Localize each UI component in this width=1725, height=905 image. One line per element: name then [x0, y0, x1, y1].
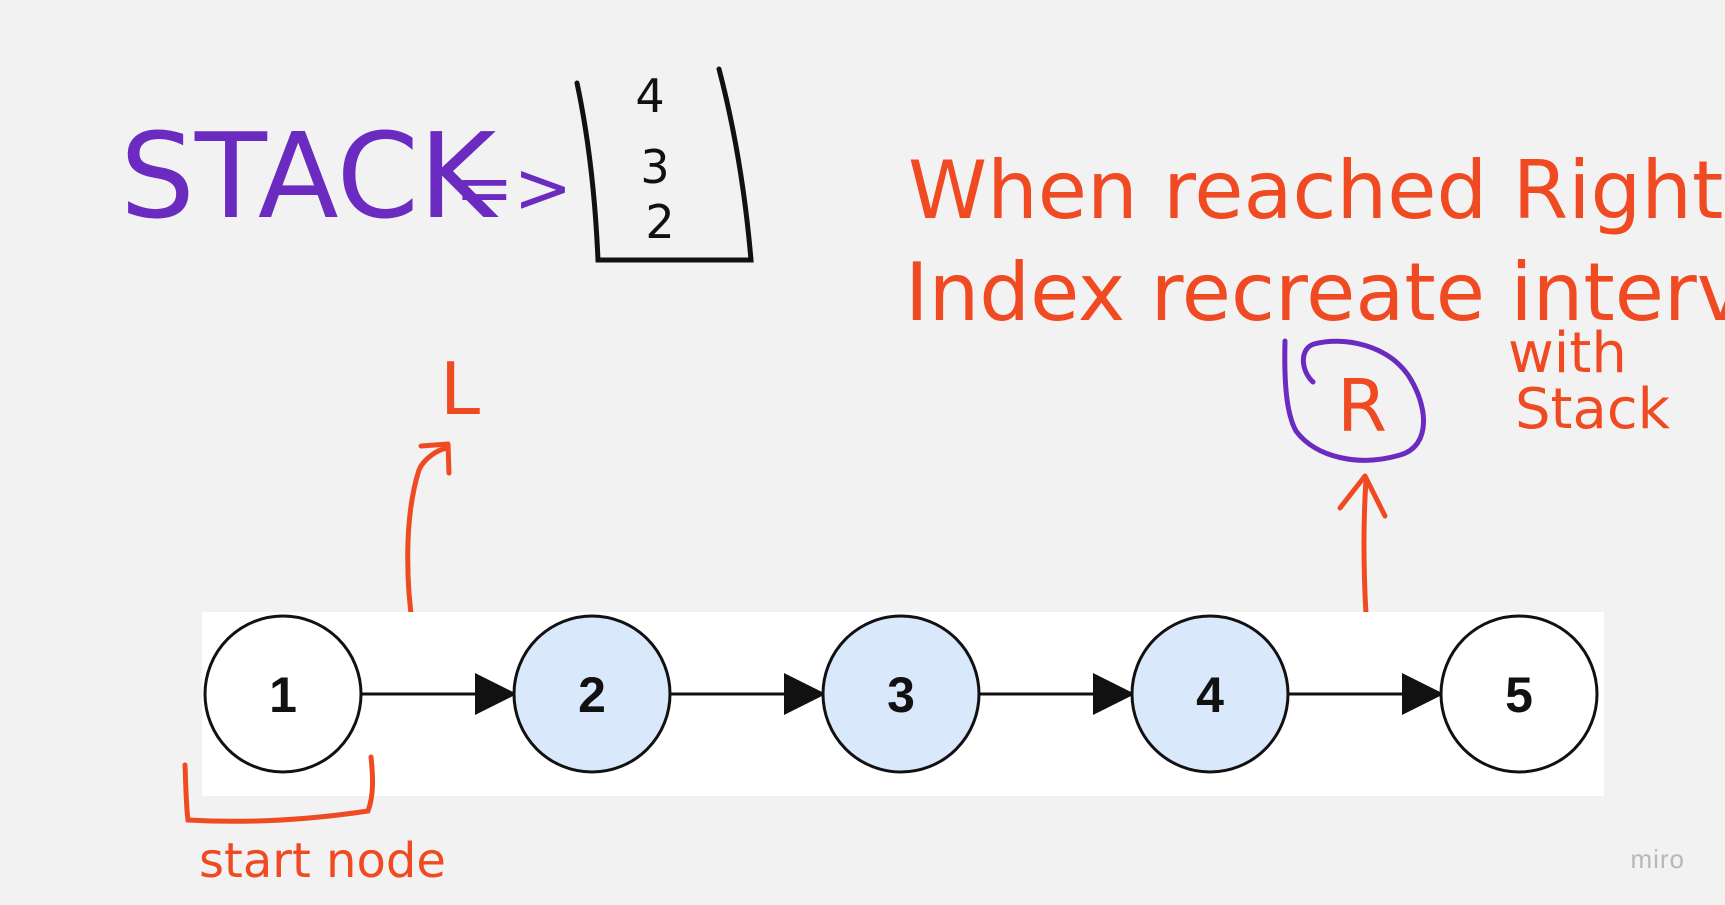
- list-node-2[interactable]: 2: [512, 614, 672, 774]
- stack-label: STACK: [120, 107, 499, 245]
- left-marker: L: [440, 347, 480, 431]
- node-circle: [821, 614, 981, 774]
- list-node-5[interactable]: 5: [1439, 614, 1599, 774]
- right-pointer-arrowhead: [1337, 473, 1388, 519]
- right-marker-circle: [1282, 338, 1426, 463]
- list-node-4[interactable]: 4: [1130, 614, 1290, 774]
- note-line-4: Stack: [1515, 377, 1671, 442]
- list-node-3[interactable]: 3: [821, 614, 981, 774]
- node-label: 2: [578, 667, 606, 723]
- start-node-bracket: [182, 754, 376, 824]
- note-line-1: When reached Right: [908, 144, 1723, 237]
- note-line-2: Index recreate interval: [905, 246, 1725, 339]
- start-node-label: start node: [199, 833, 446, 889]
- node-label: 5: [1505, 667, 1533, 723]
- node-label: 1: [269, 667, 297, 723]
- node-label: 3: [887, 667, 915, 723]
- stack-item-middle: 3: [640, 140, 669, 194]
- node-circle: [1130, 614, 1290, 774]
- miro-logo: miro: [1630, 844, 1685, 874]
- node-circle: [512, 614, 672, 774]
- stack-item-bottom: 2: [645, 195, 674, 249]
- left-pointer-arrow: [405, 445, 451, 631]
- list-node-1[interactable]: 1: [203, 614, 363, 774]
- node-circle: [1439, 614, 1599, 774]
- right-marker: R: [1337, 364, 1387, 448]
- stack-arrow: =>: [455, 147, 572, 229]
- node-circle: [203, 614, 363, 774]
- node-label: 4: [1196, 667, 1224, 723]
- stack-item-top: 4: [635, 69, 664, 123]
- left-pointer-arrowhead: [418, 441, 452, 476]
- stack-container: [574, 66, 754, 263]
- note-line-3: with: [1508, 321, 1627, 386]
